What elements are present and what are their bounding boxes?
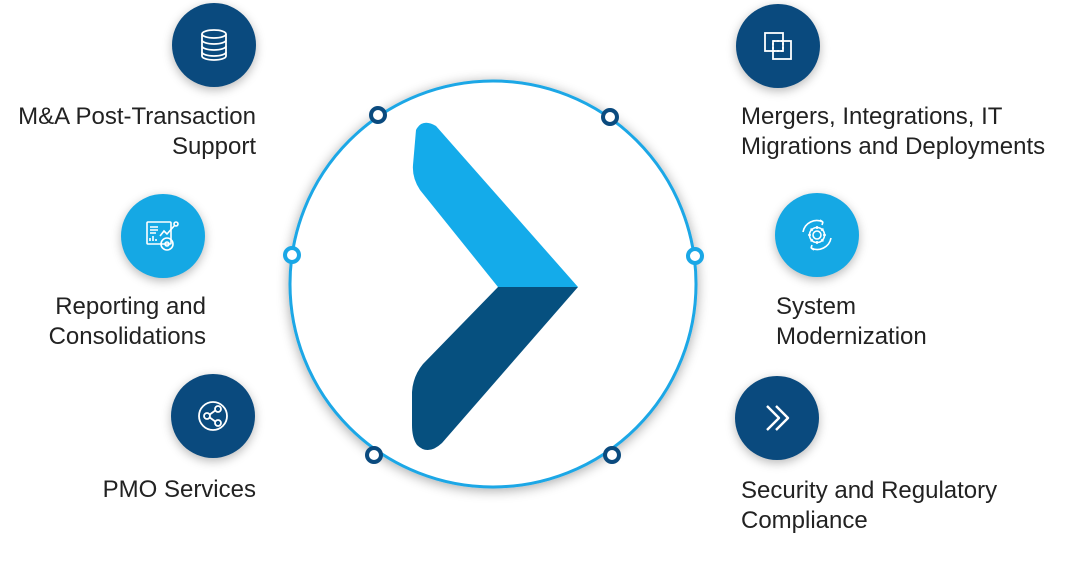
service-label-security: Security and Regulatory Compliance (741, 477, 998, 534)
double-chevron-icon (735, 376, 819, 460)
gear-cycle-icon (775, 193, 859, 277)
ring-node (603, 446, 621, 464)
service-label-pmo: PMO Services (102, 476, 256, 503)
report-chart-icon (121, 194, 205, 278)
merge-squares-icon (736, 4, 820, 88)
service-label-mergers: Mergers, Integrations, IT Migrations and… (741, 103, 1046, 160)
ring-node (686, 247, 704, 265)
service-label-system-modernization: System Modernization (776, 293, 927, 350)
ring-node (283, 246, 301, 264)
chevron-logo (412, 122, 578, 451)
share-network-icon (171, 374, 255, 458)
service-label-ma-post-transaction: M&A Post-Transaction Support (18, 103, 256, 160)
database-icon (172, 3, 256, 87)
ring-node (369, 106, 387, 124)
hub-circle (288, 79, 698, 489)
ring-node (601, 108, 619, 126)
ring-node (365, 446, 383, 464)
service-label-reporting: Reporting and Consolidations (48, 293, 206, 350)
ring-nodes (283, 106, 704, 464)
